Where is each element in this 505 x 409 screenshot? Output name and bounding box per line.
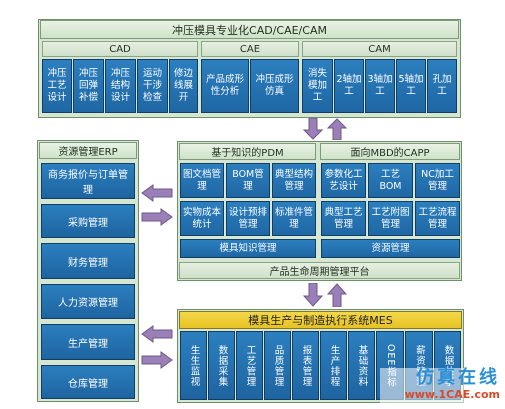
arrow-left-icon (141, 184, 173, 202)
erp-title: 资源管理ERP (39, 142, 137, 159)
erp-item: 采购管理 (41, 204, 135, 238)
erp-item: 人力资源管理 (41, 284, 135, 319)
cam-item: 消失模加工 (302, 59, 333, 113)
pdm-item: 典型结构管理 (272, 163, 316, 198)
arrow-right-icon (141, 351, 173, 369)
cad-label: CAD (42, 41, 198, 57)
pdm-item: 图文档管理 (180, 163, 224, 198)
cam-item: 3轴加工 (365, 59, 395, 113)
capp-footer: 资源管理 (321, 239, 460, 258)
cam-item: 2轴加工 (334, 59, 364, 113)
cam-label: CAM (302, 41, 457, 57)
cae-item: 冲压成形仿真 (250, 59, 299, 113)
capp-item: NC加工管理 (415, 163, 460, 198)
erp-item: 商务报价与订单管理 (41, 163, 135, 199)
mes-item: 生生监视 (180, 331, 207, 400)
cad-item: 冲压工艺设计 (42, 59, 72, 113)
pdm-footer: 模具知识管理 (180, 239, 316, 258)
arrow-up-icon (327, 118, 347, 140)
pdm-item: 实物成本统计 (180, 201, 224, 236)
mes-item: 工艺管理 (236, 331, 263, 400)
mes-item: 品质管理 (264, 331, 291, 400)
cam-item: 孔加工 (427, 59, 457, 113)
capp-title: 面向MBD的CAPP (320, 143, 460, 160)
capp-item: 工艺BOM (368, 163, 413, 198)
cad-cae-cam-title: 冲压模具专业化CAD/CAE/CAM (40, 20, 459, 39)
watermark-line2: www.1CAE.com (404, 388, 500, 401)
watermark-line1: 仿真在线 (416, 367, 500, 388)
cae-label: CAE (201, 41, 299, 57)
cae-item: 产品成形性分析 (201, 59, 249, 113)
cad-item: 运动干涉检查 (137, 59, 168, 113)
pdm-item: 标准件管理 (272, 201, 316, 236)
cam-item: 5轴加工 (396, 59, 426, 113)
cad-item: 冲压结构设计 (105, 59, 136, 113)
erp-item: 财务管理 (41, 243, 135, 279)
cad-item: 修边线展开 (169, 59, 198, 113)
pdm-item: BOM管理 (226, 163, 270, 198)
capp-item: 典型工艺管理 (321, 201, 366, 236)
cad-item: 冲压回弹补偿 (73, 59, 104, 113)
pdm-title: 基于知识的PDM (179, 143, 316, 160)
mes-item: 基础资料 (348, 331, 375, 400)
arrow-down-icon (303, 283, 323, 307)
watermark-logo: 仿真在线 www.1CAE.com (380, 368, 500, 408)
plm-platform-label: 产品生命周期管理平台 (179, 262, 460, 279)
mes-item: 数据采集 (208, 331, 235, 400)
arrow-left-icon (141, 325, 173, 343)
capp-item: 工艺流程管理 (415, 201, 460, 236)
mes-item: 报表管理 (292, 331, 319, 400)
pdm-item: 设计预排管理 (226, 201, 270, 236)
arrow-down-icon (303, 118, 323, 140)
erp-item: 仓库管理 (41, 365, 135, 399)
capp-item: 参数化工艺设计 (321, 163, 366, 198)
capp-item: 工艺附图管理 (368, 201, 413, 236)
mes-title: 模具生产与制造执行系统MES (179, 311, 462, 329)
mes-item: 生产排程 (320, 331, 347, 400)
arrow-up-icon (327, 283, 347, 307)
erp-item: 生产管理 (41, 324, 135, 360)
arrow-right-icon (141, 208, 173, 226)
